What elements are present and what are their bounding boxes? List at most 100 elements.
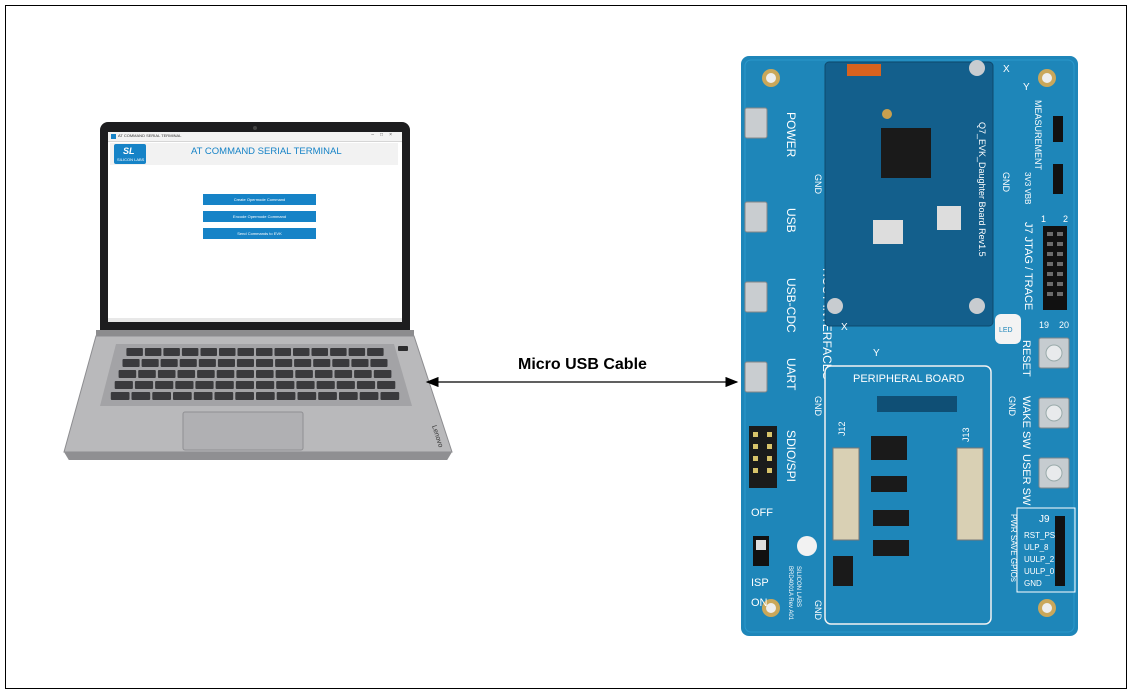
keyboard-key xyxy=(276,392,296,400)
label-daughter-board: Q7_EVK_Daughter Board Rev1.5 xyxy=(977,122,987,257)
label-power: POWER xyxy=(784,112,798,158)
label-led: LED xyxy=(999,327,1013,334)
laptop-base: Lenovo xyxy=(63,330,453,460)
keyboard-key xyxy=(332,359,350,367)
label-peripheral-board: PERIPHERAL BOARD xyxy=(853,373,965,385)
create-opermode-button[interactable]: Create Opermode Command xyxy=(203,194,316,205)
keyboard-key xyxy=(163,348,180,356)
keyboard-key xyxy=(256,370,274,378)
label-gpio-ulp-8: ULP_8 xyxy=(1024,543,1049,552)
keyboard-key xyxy=(219,348,236,356)
measurement-jumpers xyxy=(1053,116,1063,194)
keyboard-key xyxy=(274,348,291,356)
label-user-sw: USER SW xyxy=(1020,454,1032,506)
keyboard-key xyxy=(377,381,396,389)
evk-board: POWER USB USB-CDC UART SDIO/SPI HOST INT… xyxy=(741,56,1078,636)
keyboard-key xyxy=(334,370,353,378)
label-axis-x-1: X xyxy=(841,322,848,333)
keyboard-key xyxy=(144,348,162,356)
power-button xyxy=(398,346,408,351)
label-j12: J12 xyxy=(837,421,847,436)
label-gnd-4: GND xyxy=(1001,172,1011,193)
keyboard-key xyxy=(256,348,273,356)
keyboard-key xyxy=(236,359,254,367)
keyboard-key xyxy=(215,381,234,389)
keyboard-key xyxy=(198,359,216,367)
label-uart: UART xyxy=(784,358,798,391)
label-pin-19: 19 xyxy=(1039,320,1049,330)
keyboard-key xyxy=(235,392,254,400)
keyboard-key xyxy=(256,392,275,400)
keyboard-key xyxy=(370,359,388,367)
keyboard-key xyxy=(354,370,372,378)
label-gnd-2: GND xyxy=(813,396,823,417)
app-icon xyxy=(111,134,116,139)
keyboard-key xyxy=(276,381,295,389)
label-pwr-save: PWR SAVE GPIOs xyxy=(1009,514,1018,582)
keyboard-key xyxy=(348,348,366,356)
label-gpio-rst-ps: RST_PS xyxy=(1024,531,1055,540)
label-off: OFF xyxy=(751,507,773,519)
label-axis-y-2: Y xyxy=(1023,82,1030,93)
label-gpio-uulp-0: UULP_0 xyxy=(1024,567,1055,576)
keyboard-key xyxy=(295,370,313,378)
keyboard-key xyxy=(275,370,294,378)
keyboard-key xyxy=(380,392,400,400)
keyboard-key xyxy=(126,348,143,356)
keyboard-key xyxy=(256,381,275,389)
logo-brand-text: SILICON LABS xyxy=(117,157,145,162)
keyboard-key xyxy=(313,359,331,367)
keyboard-key xyxy=(339,392,358,400)
keyboard-key xyxy=(216,370,235,378)
keyboard-key xyxy=(236,370,254,378)
keyboard-key xyxy=(181,348,199,356)
j9-box xyxy=(1016,507,1076,593)
keyboard-key xyxy=(296,381,315,389)
horizontal-scrollbar[interactable] xyxy=(108,318,402,322)
keyboard-key xyxy=(311,348,328,356)
label-usb: USB xyxy=(784,208,798,233)
keyboard-key xyxy=(110,392,130,400)
label-measurement: MEASUREMENT xyxy=(1033,100,1043,171)
label-sdio-spi: SDIO/SPI xyxy=(784,430,798,482)
keyboard-key xyxy=(356,381,376,389)
keyboard-key xyxy=(157,370,176,378)
encode-opermode-button[interactable]: Encode Opermode Command xyxy=(203,211,316,222)
j9-header xyxy=(1055,516,1065,586)
board-sl-logo xyxy=(797,536,817,556)
label-j9: J9 xyxy=(1039,514,1050,525)
keyboard-key xyxy=(175,381,194,389)
keyboard-key xyxy=(351,359,369,367)
webcam xyxy=(253,126,257,130)
label-gpio-gnd: GND xyxy=(1024,579,1042,588)
label-3v3-vbb: 3V3 VBB xyxy=(1023,172,1032,204)
keyboard-key xyxy=(297,392,317,400)
window-title: AT COMMAND SERIAL TERMINAL xyxy=(118,133,182,138)
laptop-lid: AT COMMAND SERIAL TERMINAL –□× SL SILICO… xyxy=(100,122,410,330)
keyboard-key xyxy=(293,348,310,356)
pushbuttons xyxy=(1038,337,1070,489)
keyboard-key xyxy=(195,381,214,389)
app-header: SL SILICON LABS xyxy=(110,143,398,165)
window-controls[interactable]: –□× xyxy=(371,132,398,138)
keyboard-key xyxy=(275,359,293,367)
daughter-board xyxy=(824,60,994,327)
keyboard-key xyxy=(367,348,384,356)
send-commands-button[interactable]: Send Commands to EVK xyxy=(203,228,316,239)
keyboard-key xyxy=(160,359,178,367)
label-brd-id: BRD4001A Rev A01 xyxy=(787,566,793,621)
keyboard-key xyxy=(138,370,156,378)
laptop: AT COMMAND SERIAL TERMINAL –□× SL SILICO… xyxy=(60,118,455,468)
keyboard-key xyxy=(173,392,192,400)
peripheral-board xyxy=(824,365,992,625)
laptop-screen: AT COMMAND SERIAL TERMINAL –□× SL SILICO… xyxy=(108,132,402,322)
keyboard-key xyxy=(214,392,234,400)
keyboard-key xyxy=(294,359,312,367)
label-gnd-5: GND xyxy=(1007,396,1017,417)
label-wake-sw: WAKE SW xyxy=(1020,396,1032,449)
label-sl-brand: SILICON LABS xyxy=(795,566,801,607)
keyboard-key xyxy=(318,392,337,400)
keyboard-key xyxy=(134,381,154,389)
window-titlebar: AT COMMAND SERIAL TERMINAL –□× xyxy=(108,132,402,142)
left-connectors xyxy=(744,107,777,566)
